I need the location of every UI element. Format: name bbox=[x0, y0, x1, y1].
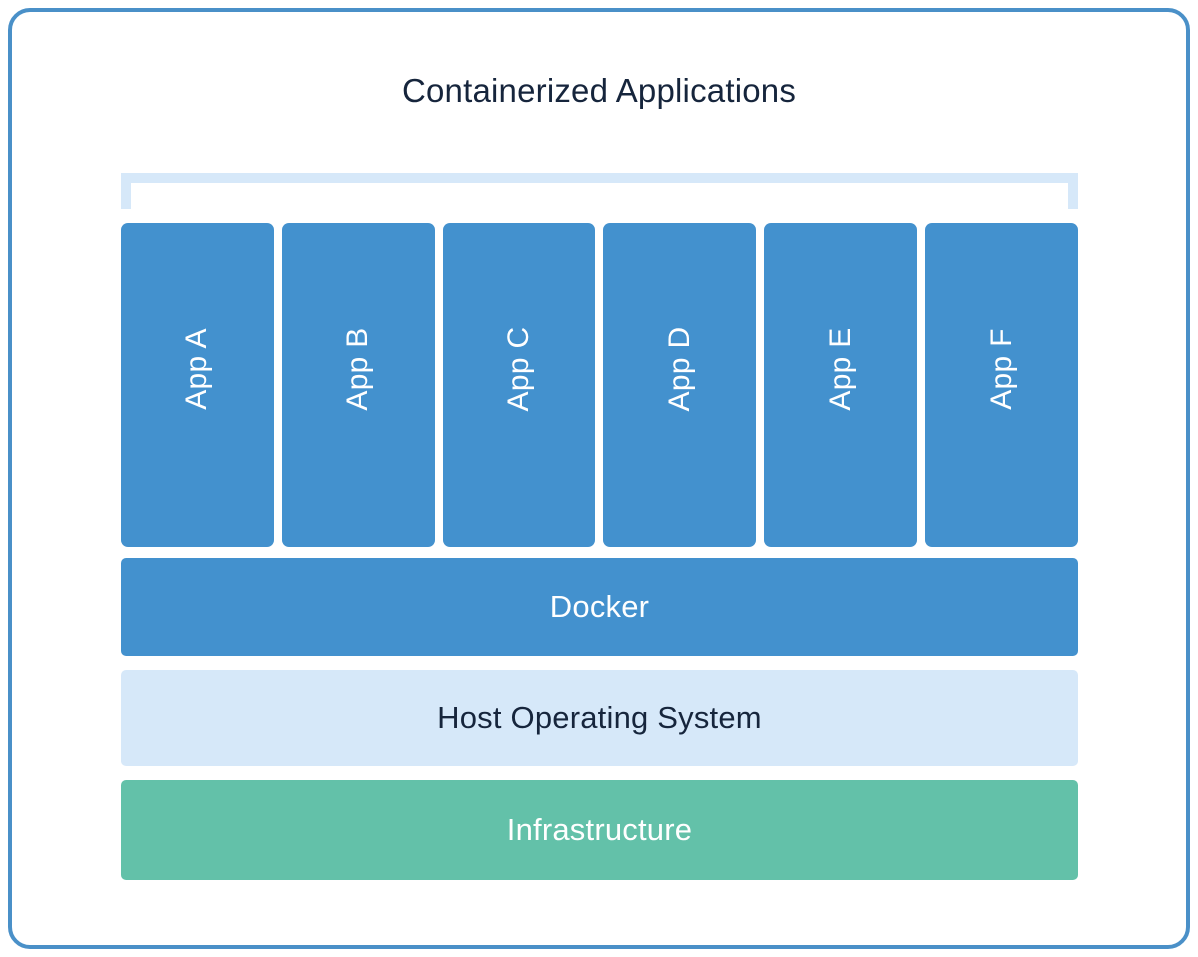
app-container-c[interactable]: App C bbox=[442, 223, 596, 547]
app-container-b[interactable]: App B bbox=[281, 223, 435, 547]
layer-host-operating-system[interactable]: Host Operating System bbox=[121, 670, 1078, 766]
app-container-f[interactable]: App F bbox=[925, 223, 1078, 547]
layer-docker[interactable]: Docker bbox=[121, 558, 1078, 656]
app-container-c-label: App C bbox=[502, 326, 536, 412]
app-container-b-label: App B bbox=[341, 327, 375, 411]
app-container-e-label: App E bbox=[823, 327, 857, 411]
page-title: Containerized Applications bbox=[401, 72, 797, 109]
layer-infrastructure[interactable]: Infrastructure bbox=[121, 780, 1078, 880]
diagram-outer-frame bbox=[8, 8, 1190, 949]
app-container-d-label: App D bbox=[662, 326, 696, 412]
app-container-f-label: App F bbox=[984, 328, 1018, 410]
app-container-a-label: App A bbox=[180, 328, 214, 410]
app-container-a[interactable]: App A bbox=[121, 223, 274, 547]
app-container-row: App A App B App C App D App E App F bbox=[121, 223, 1078, 547]
app-container-d[interactable]: App D bbox=[603, 223, 757, 547]
containerized-applications-bracket bbox=[121, 173, 1078, 209]
app-container-e[interactable]: App E bbox=[764, 223, 918, 547]
